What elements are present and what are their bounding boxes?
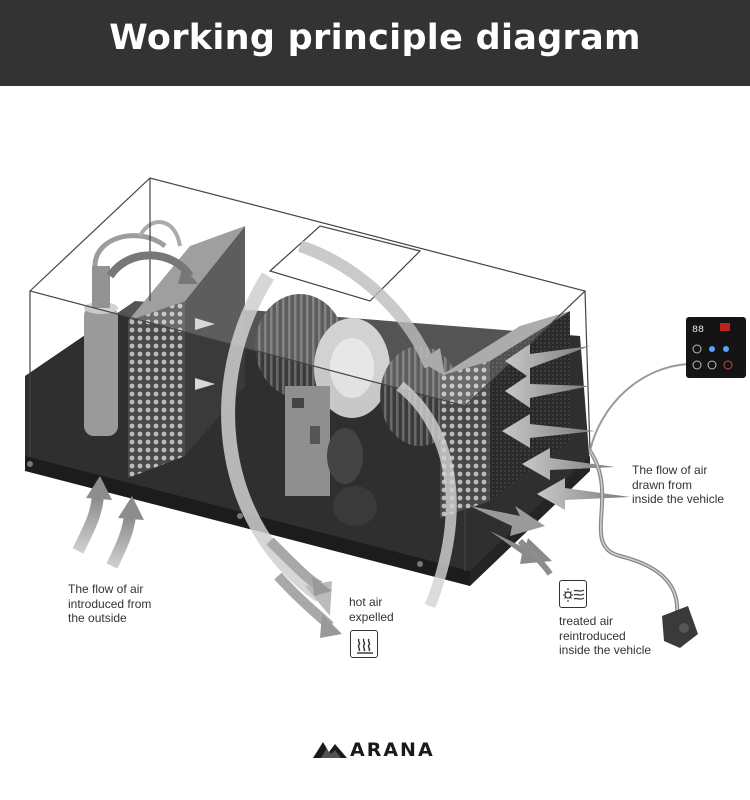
treated-air-label: treated air reintroduced inside the vehi… [559,614,652,657]
blower-fan [255,294,460,446]
power-cable [588,363,691,627]
control-board [285,386,377,526]
brand-name: ARANA [350,739,435,761]
inside-air-label: The flow of air drawn from inside the ve… [632,463,725,506]
hot-air-label: hot air expelled [349,595,394,624]
heat-waves-icon [350,630,378,658]
outside-air-label: The flow of air introduced from the outs… [68,582,152,625]
header-bar: Working principle diagram [0,0,750,86]
brand-logo: ARANA [313,738,443,762]
airflow-arrows [72,240,630,638]
remote-controller: 88 [686,317,746,378]
snowflake-airflow-icon [559,580,587,608]
mountain-logo-icon [313,742,347,758]
compressor [84,220,182,436]
power-plug [662,606,698,648]
page-title: Working principle diagram [109,18,641,58]
unit-illustration: 88 [25,177,746,648]
controller-display: 88 [692,325,704,336]
unit-cover-outline [28,177,591,571]
air-conditioner-diagram: 88 The flow of air introduced from the o… [0,86,750,726]
